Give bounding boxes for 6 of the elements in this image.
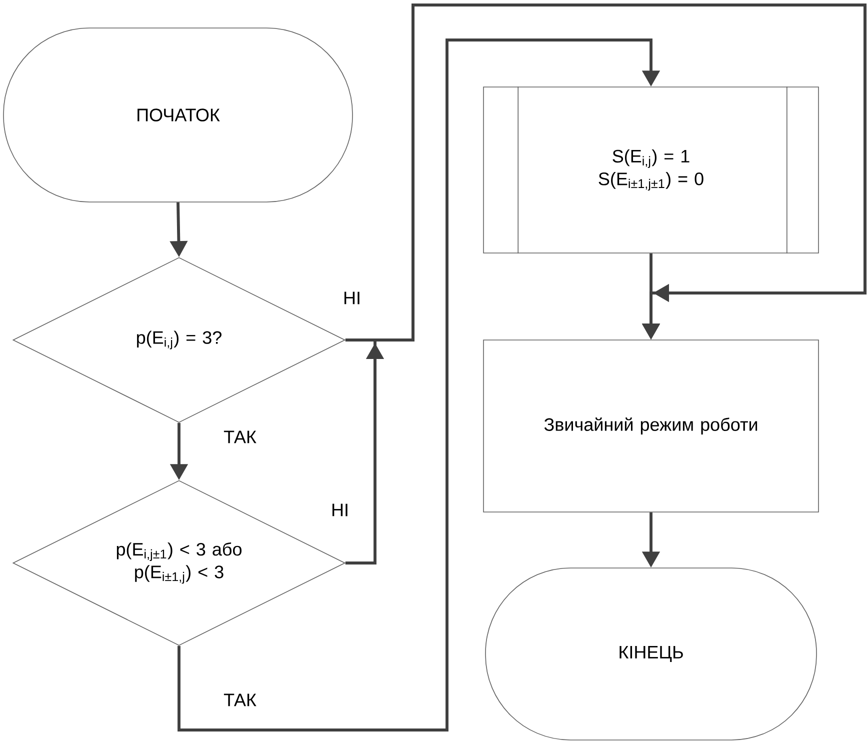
process-box: Звичайний режим роботи [483, 340, 819, 512]
subroutine-box: S(E$_{i,j}$) = 1 S(E$_{i±1,j±1}$) = 0 [483, 86, 819, 254]
arrow [345, 4, 866, 564]
arrow [178, 38, 660, 732]
edge-label: ТАК [222, 692, 258, 708]
edge-label: ТАК [222, 429, 258, 445]
